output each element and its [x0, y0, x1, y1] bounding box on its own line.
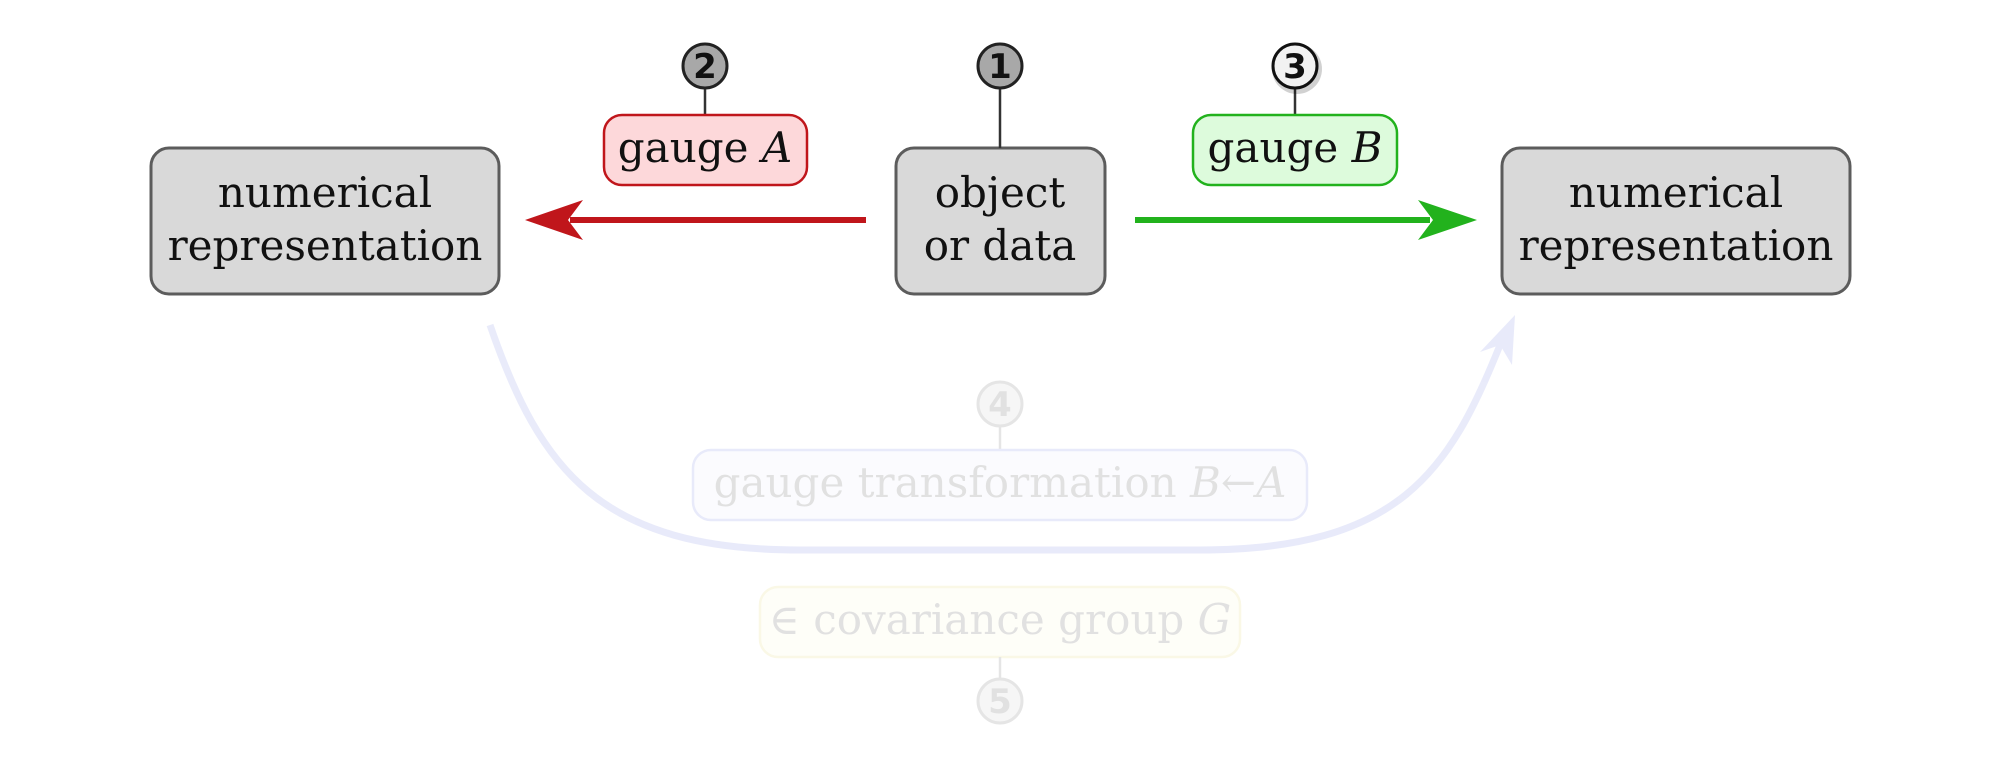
gauge-a-tag: [602, 113, 809, 187]
gauge-a-group: 2 gauge A: [602, 42, 809, 187]
left-numerical-representation-box: numerical representation: [149, 146, 501, 296]
left-box-line1: numerical: [218, 168, 432, 217]
gauge-a-label: gauge A: [618, 123, 792, 172]
marker-2-label: 2: [693, 47, 717, 87]
covariance-group-tag: [758, 585, 1242, 659]
object-or-data-box: object or data: [894, 146, 1107, 296]
marker-5-label: 5: [988, 682, 1012, 722]
gauge-b-label: gauge B: [1208, 123, 1383, 172]
right-numerical-representation-box: numerical representation: [1500, 146, 1852, 296]
marker-1-group: 1: [976, 42, 1024, 148]
right-box-line1: numerical: [1569, 168, 1783, 217]
gauge-b-tag: [1191, 113, 1399, 187]
gauge-a-arrow: [525, 200, 866, 240]
gauge-b-group: 3 gauge B: [1191, 42, 1399, 187]
marker-3: [1271, 42, 1319, 90]
marker-4: [976, 380, 1024, 428]
faded-transformation-group: 4 gauge transformation B←A ∈ covariance …: [486, 315, 1515, 725]
marker-4-label: 4: [988, 385, 1012, 425]
right-box-line2: representation: [1519, 221, 1834, 270]
marker-2: [681, 42, 729, 90]
marker-3-label: 3: [1283, 47, 1307, 87]
left-box-line2: representation: [168, 221, 483, 270]
covariance-group-label: ∈ covariance group G: [769, 595, 1231, 644]
transformation-arrowhead: [1480, 315, 1515, 365]
center-box-line1: object: [935, 168, 1066, 217]
gauge-b-arrow: [1135, 200, 1477, 240]
marker-1-label: 1: [988, 47, 1012, 87]
gauge-transformation-tag: [691, 448, 1309, 522]
marker-1: [976, 42, 1024, 90]
transformation-curve: [486, 323, 1504, 554]
gauge-transformation-label: gauge transformation B←A: [714, 458, 1287, 507]
marker-5: [976, 677, 1024, 725]
center-box-line2: or data: [924, 221, 1077, 270]
